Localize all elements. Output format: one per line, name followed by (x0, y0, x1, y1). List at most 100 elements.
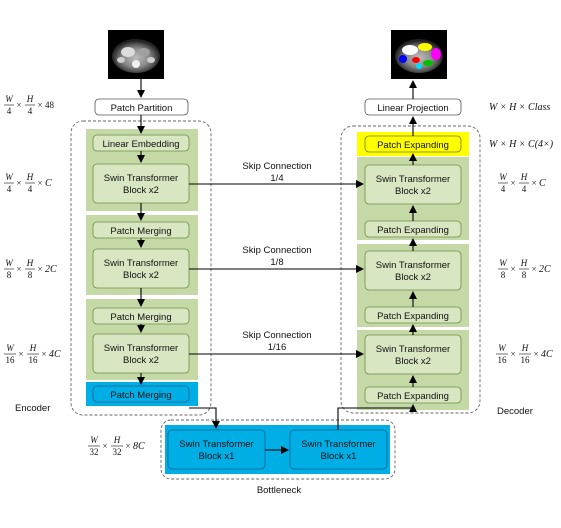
svg-text:H: H (520, 172, 528, 182)
svg-text:C: C (539, 178, 546, 189)
svg-text:1/8: 1/8 (270, 257, 283, 268)
dim-bottleneck: W 32 × H 32 × 8C (88, 435, 145, 457)
svg-text:Swin Transformer: Swin Transformer (301, 439, 375, 450)
encoder-patch-merging-3: Patch Merging (92, 385, 190, 403)
dim-encoder-3: W 16 × H 16 × 4C (4, 343, 61, 365)
patch-partition-box: Patch Partition (94, 98, 189, 116)
svg-text:Block x2: Block x2 (123, 270, 159, 281)
svg-text:Swin Transformer: Swin Transformer (376, 260, 450, 271)
svg-text:Linear Projection: Linear Projection (377, 103, 448, 114)
svg-text:Swin Transformer: Swin Transformer (104, 173, 178, 184)
encoder-patch-merging-1: Patch Merging (92, 221, 190, 239)
linear-projection-box: Linear Projection (364, 98, 462, 116)
svg-text:Swin Transformer: Swin Transformer (376, 344, 450, 355)
skip-connection-label-1: Skip Connection 1/4 (242, 161, 311, 184)
dim-output: W × H × Class (489, 102, 550, 113)
svg-text:W: W (6, 343, 15, 353)
svg-text:W: W (498, 343, 507, 353)
svg-text:×: × (16, 178, 21, 188)
svg-text:Linear Embedding: Linear Embedding (102, 139, 179, 150)
svg-text:Skip Connection: Skip Connection (242, 245, 311, 256)
svg-text:4: 4 (28, 184, 33, 194)
encoder-swin-block-2: Swin Transformer Block x2 (92, 248, 190, 289)
svg-text:×: × (531, 264, 536, 274)
encoder-patch-merging-2: Patch Merging (92, 307, 190, 325)
decoder-label: Decoder (497, 406, 533, 417)
dim-input: W 4 × H 4 × 48 (4, 94, 55, 116)
svg-text:Patch Merging: Patch Merging (110, 390, 171, 401)
svg-text:×: × (510, 178, 515, 188)
svg-text:C: C (45, 178, 52, 189)
dim-decoder-3: W 16 × H 16 × 4C (496, 343, 553, 365)
svg-text:16: 16 (6, 355, 16, 365)
svg-text:H: H (521, 343, 529, 353)
svg-text:4C: 4C (541, 349, 553, 360)
svg-text:×: × (102, 441, 107, 451)
svg-text:1/16: 1/16 (268, 342, 287, 353)
svg-text:Block x2: Block x2 (123, 185, 159, 196)
decoder-patch-expanding-3: Patch Expanding (364, 386, 462, 404)
svg-text:8: 8 (28, 270, 33, 280)
svg-text:8: 8 (501, 270, 506, 280)
bottleneck-swin-block-1: Swin Transformer Block x1 (167, 429, 266, 470)
dim-encoder-2: W 8 × H 8 × 2C (4, 258, 57, 280)
svg-text:W: W (5, 172, 14, 182)
svg-text:2C: 2C (539, 264, 551, 275)
svg-text:×: × (16, 100, 21, 110)
svg-text:×: × (18, 349, 23, 359)
svg-text:×: × (510, 264, 515, 274)
svg-text:Swin Transformer: Swin Transformer (104, 343, 178, 354)
svg-text:Patch Partition: Patch Partition (111, 103, 173, 114)
svg-text:×: × (16, 264, 21, 274)
bottleneck-container (160, 419, 396, 480)
svg-text:Block x2: Block x2 (395, 186, 431, 197)
dim-encoder-1: W 4 × H 4 × C (4, 172, 52, 194)
svg-text:Patch Expanding: Patch Expanding (377, 391, 449, 402)
dim-expand: W × H × C(4×) (489, 139, 554, 150)
bottleneck-swin-block-2: Swin Transformer Block x1 (289, 429, 388, 470)
svg-text:Block x2: Block x2 (395, 272, 431, 283)
svg-text:4: 4 (7, 106, 12, 116)
decoder-swin-block-1: Swin Transformer Block x2 (364, 164, 462, 205)
svg-text:Skip Connection: Skip Connection (242, 330, 311, 341)
svg-text:4: 4 (28, 106, 33, 116)
svg-text:Swin Transformer: Swin Transformer (179, 439, 253, 450)
svg-text:Swin Transformer: Swin Transformer (104, 258, 178, 269)
svg-text:Patch Expanding: Patch Expanding (377, 311, 449, 322)
svg-text:×: × (41, 349, 46, 359)
svg-text:Patch Merging: Patch Merging (110, 312, 171, 323)
svg-text:Patch Expanding: Patch Expanding (377, 225, 449, 236)
svg-text:×: × (533, 349, 538, 359)
skip-connection-label-2: Skip Connection 1/8 (242, 245, 311, 268)
decoder-swin-block-3: Swin Transformer Block x2 (364, 334, 462, 375)
svg-text:H: H (26, 172, 34, 182)
dim-decoder-2: W 8 × H 8 × 2C (498, 258, 551, 280)
svg-text:4: 4 (501, 184, 506, 194)
svg-text:16: 16 (498, 355, 508, 365)
svg-text:H: H (113, 435, 121, 445)
svg-text:W: W (90, 435, 99, 445)
output-segmentation-image (391, 30, 447, 79)
svg-text:Patch Merging: Patch Merging (110, 226, 171, 237)
svg-text:Block x2: Block x2 (123, 355, 159, 366)
svg-text:32: 32 (113, 447, 122, 457)
svg-text:16: 16 (29, 355, 39, 365)
svg-text:8: 8 (7, 270, 12, 280)
decoder-swin-block-2: Swin Transformer Block x2 (364, 250, 462, 291)
svg-text:W: W (5, 94, 14, 104)
svg-text:H: H (29, 343, 37, 353)
svg-text:×: × (125, 441, 130, 451)
decoder-patch-expanding-2: Patch Expanding (364, 306, 462, 324)
svg-text:Block x1: Block x1 (321, 451, 357, 462)
svg-text:×: × (37, 264, 42, 274)
svg-text:H: H (520, 258, 528, 268)
input-ct-image (108, 30, 164, 79)
svg-text:Block x1: Block x1 (199, 451, 235, 462)
encoder-swin-block-3: Swin Transformer Block x2 (92, 333, 190, 374)
arrows (137, 79, 417, 454)
svg-text:W: W (5, 258, 14, 268)
svg-text:Block x2: Block x2 (395, 356, 431, 367)
svg-text:8C: 8C (133, 441, 145, 452)
decoder-patch-expanding-top: Patch Expanding (364, 135, 462, 153)
